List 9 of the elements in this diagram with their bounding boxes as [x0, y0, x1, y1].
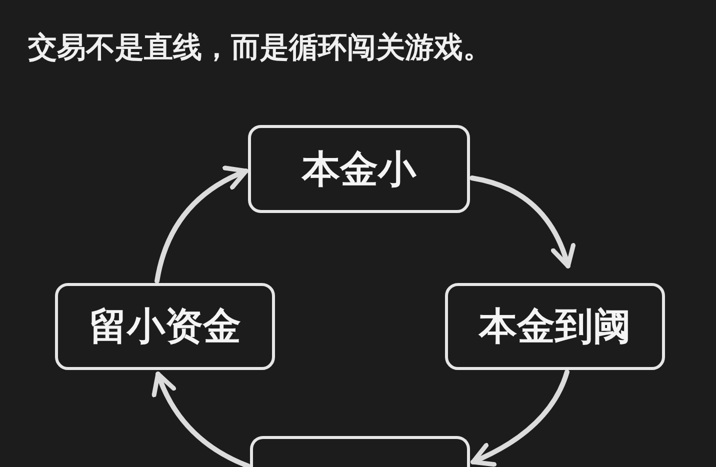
arrow — [470, 370, 570, 466]
process-box — [250, 436, 470, 467]
arrow — [154, 166, 248, 284]
process-box: 本金到阈 — [445, 283, 665, 370]
arrow — [470, 176, 575, 268]
process-box: 本金小 — [248, 125, 470, 213]
arrow — [152, 372, 250, 467]
process-box: 留小资金 — [55, 283, 275, 370]
title: 交易不是直线，而是循环闯关游戏。 — [28, 29, 492, 66]
